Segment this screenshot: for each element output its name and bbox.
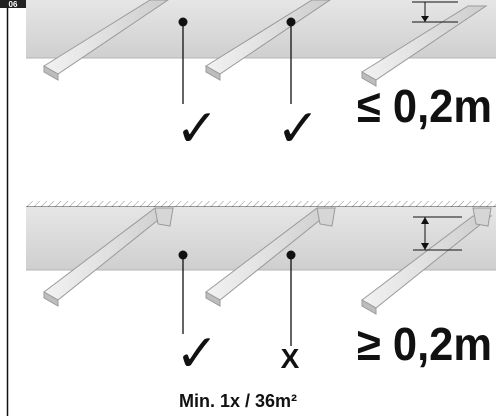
bottom-ceiling-hatch: [26, 201, 496, 207]
top-beam-3: [361, 5, 488, 87]
bottom-mark-2: X: [281, 343, 300, 374]
bottom-mark-1: ✓: [175, 324, 219, 384]
bottom-beam-1: [43, 207, 175, 307]
top-panel: ✓ ✓ ≤ 0,2m: [26, 0, 496, 159]
bottom-detector-2: [286, 250, 296, 346]
top-height-dimension: [412, 1, 458, 23]
bottom-distance-label: ≥ 0,2m: [357, 318, 492, 370]
top-mark-1: ✓: [175, 99, 219, 159]
bottom-panel: ✓ X ≥ 0,2m Min. 1x / 36m²: [26, 201, 496, 411]
bottom-beam-2: [205, 207, 337, 307]
bottom-height-dimension: [413, 216, 462, 251]
step-badge-text: 06: [9, 0, 18, 9]
top-beam-2: [205, 0, 331, 81]
top-detector-2: [286, 17, 296, 104]
bottom-detector-1: [178, 250, 188, 334]
top-distance-label: ≤ 0,2m: [357, 80, 492, 132]
step-badge: [0, 0, 26, 8]
bottom-beam-3: [361, 207, 493, 315]
top-beam-1: [43, 0, 169, 81]
top-detector-1: [178, 17, 188, 104]
coverage-note: Min. 1x / 36m²: [179, 391, 297, 411]
top-mark-2: ✓: [276, 99, 320, 159]
